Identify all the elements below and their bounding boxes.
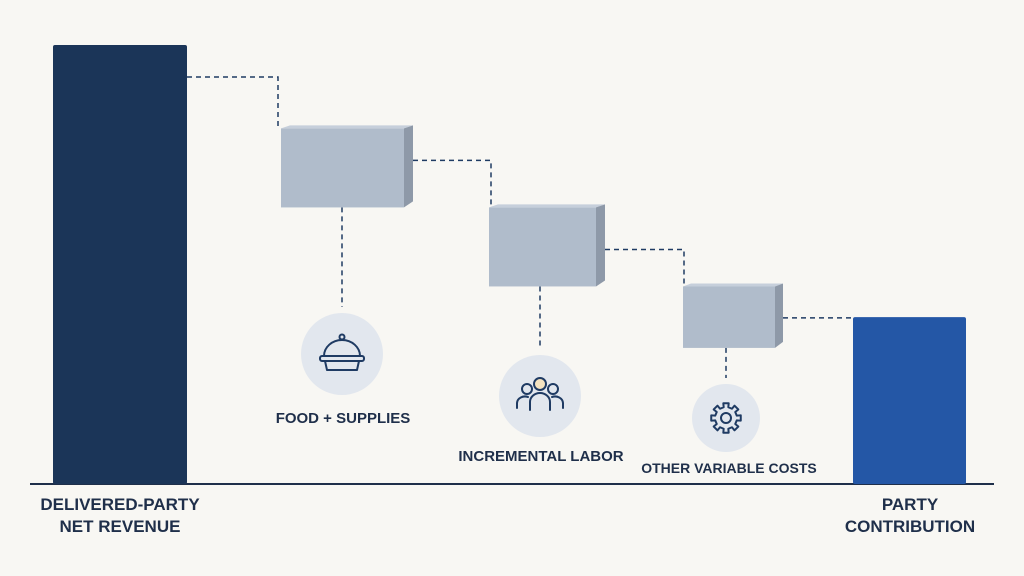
bar-other-variable-costs: [683, 286, 775, 348]
bar-delivered-party-net-revenue: [53, 45, 187, 484]
connector-1: [413, 159, 492, 208]
people-group-icon-bg: [499, 355, 581, 437]
label-other-variable-costs: OTHER VARIABLE COSTS: [641, 460, 817, 476]
label-delivered-party-net-revenue: DELIVERED-PARTY NET REVENUE: [40, 495, 200, 536]
bar-other-variable-costs-side-face: [775, 283, 783, 348]
label-food-supplies: FOOD + SUPPLIES: [275, 410, 411, 427]
bar-food-supplies-side-face: [404, 125, 413, 208]
bar-other-variable-costs-top-face: [683, 283, 783, 287]
connector-2: [605, 248, 685, 287]
gear-icon-bg: [692, 384, 760, 452]
bar-food-supplies: [281, 128, 404, 208]
label-party-contribution: PARTY CONTRIBUTION: [844, 495, 976, 536]
bar-party-contribution: [853, 317, 966, 484]
food-cloche-icon-bg: [301, 313, 383, 395]
bar-incremental-labor-top-face: [489, 204, 605, 208]
icons-group: [301, 313, 760, 452]
connectors-group: [187, 76, 853, 378]
label-incremental-labor: INCREMENTAL LABOR: [458, 448, 624, 465]
people-group-icon: [499, 355, 581, 437]
food-cloche-icon: [301, 313, 383, 395]
gear-icon: [692, 384, 760, 452]
bar-incremental-labor: [489, 207, 596, 287]
bars-group: [53, 45, 966, 484]
bar-incremental-labor-side-face: [596, 204, 605, 287]
bar-food-supplies-top-face: [281, 125, 413, 129]
connector-0: [187, 76, 279, 129]
